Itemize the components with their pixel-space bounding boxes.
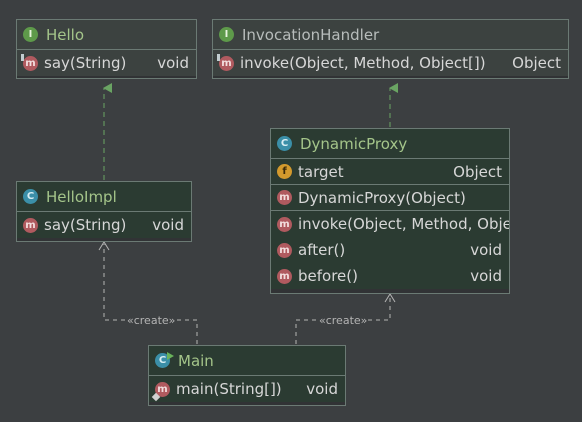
class-node-helloimpl[interactable]: C HelloImpl m say(String) void [16,181,192,242]
edge-main-creates-dynamicproxy [295,296,391,344]
member-row[interactable]: m before() void [271,263,509,289]
arrowhead-main-creates-dynamicproxy [384,293,396,303]
member-type: void [470,241,502,259]
member-type: void [306,380,338,398]
node-header: C Main [149,346,345,376]
member-row[interactable]: m after() void [271,237,509,263]
member-type: void [157,54,189,72]
method-badge-icon: m [277,268,292,284]
member-signature: main(String[]) [176,380,282,398]
node-header: I Hello [17,20,196,50]
member-row[interactable]: m say(String) void [17,212,191,238]
node-title-invocationhandler: InvocationHandler [242,25,380,44]
edge-label-create-helloimpl: «create» [126,314,177,327]
method-badge-icon: m [277,242,292,258]
edge-main-creates-helloimpl [103,244,198,344]
member-signature: invoke(Object, Method, Object[]) [240,54,486,72]
member-type: void [152,216,184,234]
method-badge-icon: m [23,217,38,233]
member-row[interactable]: m say(String) void [17,50,196,76]
interface-badge-icon: I [219,27,234,42]
class-badge-icon: C [23,189,38,204]
member-signature: after() [298,241,346,259]
node-header: C HelloImpl [17,182,191,212]
field-badge-icon: f [277,164,292,179]
abstract-marker-icon [21,53,24,61]
field-row[interactable]: f target Object [271,159,509,185]
node-title-hello: Hello [46,25,85,44]
method-badge-icon: m [21,53,38,71]
arrowhead-main-creates-helloimpl [98,241,110,251]
method-badge-icon: m [277,190,292,205]
member-type: void [470,267,502,285]
node-header: C DynamicProxy [271,129,509,159]
interface-badge-icon: I [23,27,38,42]
class-badge-icon: C [277,136,292,151]
member-signature: invoke(Object, Method, Object[]) [298,215,510,233]
member-row[interactable]: m invoke(Object, Method, Object[]) Objec… [213,50,568,76]
member-row[interactable]: m invoke(Object, Method, Object[]) Objec… [271,211,509,237]
node-title-main: Main [178,351,214,370]
interface-node-invocationhandler[interactable]: I InvocationHandler m invoke(Object, Met… [212,19,569,79]
class-node-dynamicproxy[interactable]: C DynamicProxy f target Object m Dynamic… [270,128,510,294]
member-signature: before() [298,267,358,285]
member-signature: DynamicProxy(Object) [298,188,466,207]
member-type: Object [512,54,561,72]
node-title-dynamicproxy: DynamicProxy [300,134,408,153]
member-row[interactable]: m main(String[]) void [149,376,345,402]
constructor-row[interactable]: m DynamicProxy(Object) [271,185,509,211]
abstract-marker-icon [217,53,220,61]
node-header: I InvocationHandler [213,20,568,50]
class-node-main[interactable]: C Main m main(String[]) void [148,345,346,406]
method-badge-icon: m [277,216,292,232]
member-signature: say(String) [44,54,127,72]
interface-node-hello[interactable]: I Hello m say(String) void [16,19,197,79]
runnable-class-badge-icon: C [155,352,174,368]
method-badge-icon: m [217,53,234,71]
method-badge-icon: m [151,381,170,401]
member-type: Object [453,162,502,181]
edge-label-create-dynamicproxy: «create» [318,314,369,327]
member-signature: target [298,162,344,181]
node-title-helloimpl: HelloImpl [46,187,117,206]
member-signature: say(String) [44,216,127,234]
